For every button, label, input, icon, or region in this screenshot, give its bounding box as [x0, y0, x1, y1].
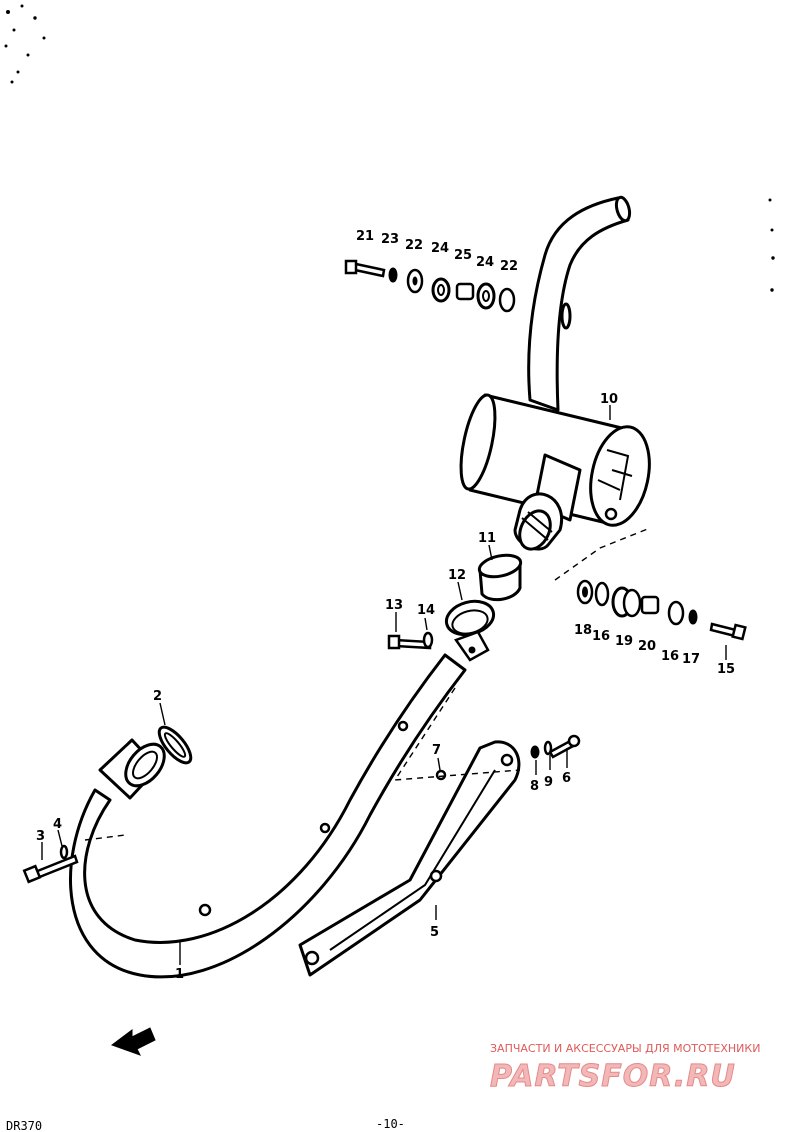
- bracket-bolt: [548, 734, 581, 759]
- callout-3: 3: [36, 829, 45, 844]
- mount-nut: [688, 609, 698, 625]
- mount-reference-line: [393, 687, 521, 781]
- mount-grommet: [611, 586, 642, 618]
- callout-17: 17: [682, 652, 700, 667]
- callout-16-left: 16: [592, 629, 610, 644]
- clamp-bolt: [387, 634, 432, 650]
- callout-18: 18: [574, 623, 592, 638]
- top-grommet-right: [476, 282, 496, 310]
- callout-5: 5: [430, 925, 439, 940]
- callout-15: 15: [717, 662, 735, 677]
- callout-22-left: 22: [405, 238, 423, 253]
- top-grommet-left: [431, 277, 451, 303]
- callout-24-right: 24: [476, 255, 494, 270]
- clamp-washer: [422, 631, 434, 649]
- top-collar: [455, 282, 475, 301]
- callout-10: 10: [600, 392, 618, 407]
- callout-11: 11: [478, 531, 496, 546]
- scan-specks: [4, 4, 775, 292]
- pipe-clamp: [444, 599, 496, 662]
- callout-12: 12: [448, 568, 466, 583]
- top-washer-left: [406, 268, 424, 294]
- flange-reference-line: [84, 834, 126, 841]
- model-code: DR370: [6, 1119, 42, 1132]
- callout-7: 7: [432, 743, 441, 758]
- callout-6: 6: [562, 771, 571, 786]
- callout-13: 13: [385, 598, 403, 613]
- mount-washer-right: [667, 600, 685, 626]
- watermark-brand: PARTSFOR.RU: [490, 1059, 736, 1094]
- front-direction-arrow-icon: [110, 1027, 156, 1056]
- exhaust-pipe: [69, 653, 467, 979]
- muffler-bracket: [298, 740, 521, 977]
- callout-14: 14: [417, 603, 435, 618]
- callout-22-right: 22: [500, 259, 518, 274]
- top-mount-nut: [388, 267, 398, 283]
- top-washer-right: [498, 287, 516, 313]
- flange-washer: [59, 844, 69, 860]
- callout-19: 19: [615, 634, 633, 649]
- callout-25: 25: [454, 248, 472, 263]
- gasket: [157, 725, 193, 765]
- flange-bolt: [22, 854, 79, 884]
- callout-labels: 1 2 3 4 5 6 7 8 9 10 11 12 13 14 15 16 1…: [36, 229, 735, 982]
- callout-1: 1: [175, 967, 184, 982]
- watermark: ЗАПЧАСТИ И АКСЕССУАРЫ ДЛЯ МОТОТЕХНИКИ PA…: [490, 1042, 761, 1095]
- page-number: -10-: [376, 1117, 405, 1131]
- bracket-washer: [543, 740, 553, 756]
- muffler: [459, 195, 651, 551]
- muffler-mount-washer: [576, 579, 594, 605]
- muffler-mount-reference-line: [554, 527, 651, 581]
- leader-lines: [41, 405, 727, 965]
- mount-collar: [640, 595, 660, 615]
- watermark-tagline: ЗАПЧАСТИ И АКСЕССУАРЫ ДЛЯ МОТОТЕХНИКИ: [490, 1042, 760, 1055]
- callout-9: 9: [544, 775, 553, 790]
- muffler-sleeve: [477, 553, 523, 602]
- callout-24-left: 24: [431, 241, 449, 256]
- mount-bolt: [709, 622, 747, 641]
- callout-21: 21: [356, 229, 374, 244]
- callout-23: 23: [381, 232, 399, 247]
- callout-16-right: 16: [661, 649, 679, 664]
- mount-washer-left: [594, 581, 610, 607]
- callout-8: 8: [530, 779, 539, 794]
- callout-4: 4: [53, 817, 62, 832]
- callout-2: 2: [153, 689, 162, 704]
- callout-20: 20: [638, 639, 656, 654]
- pipe-nut: [435, 769, 447, 781]
- top-mount-bolt: [344, 259, 386, 278]
- bracket-nut: [530, 745, 540, 759]
